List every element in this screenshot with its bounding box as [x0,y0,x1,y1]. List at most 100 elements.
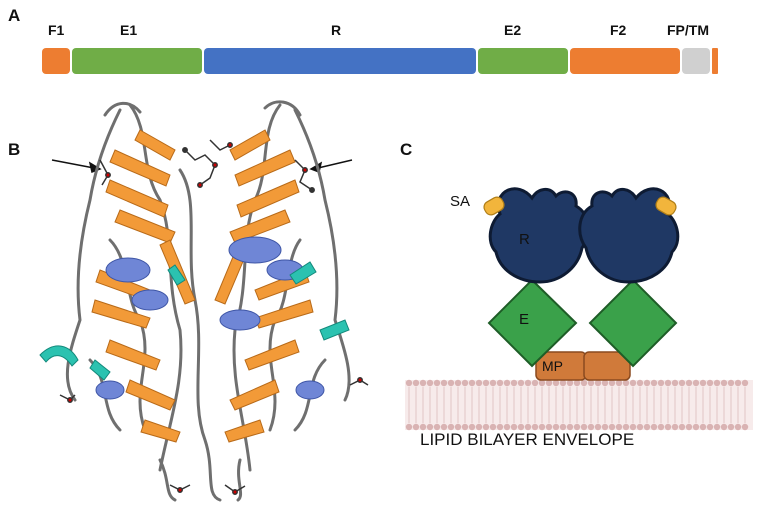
esterase-label: E [519,311,530,328]
lipid-head [468,423,476,431]
lipid-head [545,423,553,431]
ribbon-beta-sheets [91,129,314,443]
lipid-head [699,423,707,431]
lipid-head [419,379,427,387]
lipid-head [720,379,728,387]
lipid-head [538,423,546,431]
panel-letter-c: C [400,140,413,159]
lipid-head [727,379,735,387]
lipid-head [734,423,742,431]
domain-bar-e2 [478,48,568,74]
ribbon-teal-segments [39,261,350,381]
lipid-head [419,423,427,431]
lipid-head [699,379,707,387]
lipid-head [720,423,728,431]
lipid-head [741,379,749,387]
matrix-protein-label: MP [542,358,563,374]
lipid-head [601,423,609,431]
lipid-head [615,379,623,387]
lipid-head [657,423,665,431]
lipid-head [594,423,602,431]
domain-label-fptm: FP/TM [667,22,709,38]
lipid-head [426,379,434,387]
lipid-head [573,423,581,431]
lipid-head [706,379,714,387]
domain-bar-r [204,48,476,74]
lipid-head [433,379,441,387]
lipid-head [664,379,672,387]
lipid-head [608,379,616,387]
lipid-head [636,423,644,431]
domain-label-e2: E2 [504,22,522,38]
lipid-head [552,379,560,387]
lipid-head [405,423,413,431]
domain-bar-e1 [72,48,202,74]
lipid-head [447,423,455,431]
receptor-domain-left [488,187,590,284]
lipid-head [566,379,574,387]
lipid-head [713,423,721,431]
lipid-head [706,423,714,431]
lipid-head [580,379,588,387]
ribbon-ligands [59,139,369,495]
lipid-head [531,423,539,431]
lipid-head [629,379,637,387]
lipid-head [671,423,679,431]
membrane-label: LIPID BILAYER ENVELOPE [420,430,635,449]
lipid-head [489,379,497,387]
domain-label-e1: E1 [120,22,138,38]
domain-bar-fptm [682,48,710,74]
lipid-head [601,379,609,387]
lipid-head [440,423,448,431]
lipid-head [517,423,525,431]
lipid-head [482,423,490,431]
lipid-head [692,423,700,431]
lipid-head [433,423,441,431]
lipid-head [741,423,749,431]
lipid-head [622,379,630,387]
protein-ribbon-structure [39,100,369,502]
lipid-head [650,423,658,431]
sialic-acid-right [655,196,677,216]
sialic-acid-left [483,196,505,216]
domain-bar-f2 [570,48,680,74]
sialic-acid-label: SA [450,193,471,210]
lipid-head [671,379,679,387]
domain-label-r: R [331,22,342,38]
lipid-head [615,423,623,431]
lipid-head [538,379,546,387]
lipid-head [566,423,574,431]
lipid-head [517,379,525,387]
lipid-head [678,423,686,431]
lipid-head [622,423,630,431]
esterase-domain-right [588,278,678,368]
lipid-head [531,379,539,387]
esterase-domain-left [487,278,578,368]
domain-label-f2: F2 [610,22,627,38]
lipid-head [412,423,420,431]
lipid-head [573,379,581,387]
lipid-head [510,423,518,431]
lipid-head [482,379,490,387]
domain-bar-tail [712,48,718,74]
lipid-head [713,379,721,387]
panel-letter-b: B [8,140,21,159]
lipid-head [496,423,504,431]
lipid-head [685,379,693,387]
lipid-head [643,379,651,387]
lipid-head [657,379,665,387]
ribbon-helices [95,236,325,400]
lipid-head [475,379,483,387]
lipid-head [405,379,413,387]
lipid-head [454,379,462,387]
panel-letter-a: A [8,6,21,25]
lipid-bilayer [405,379,753,431]
lipid-head [489,423,497,431]
lipid-head [524,423,532,431]
lipid-head [412,379,420,387]
lipid-head [559,423,567,431]
lipid-head [510,379,518,387]
lipid-head [447,379,455,387]
lipid-head [503,379,511,387]
